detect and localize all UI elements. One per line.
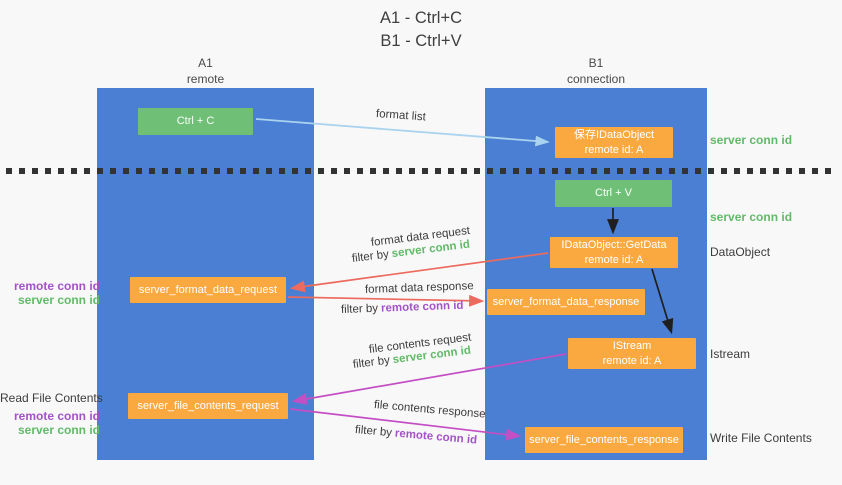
label-conn-ids-file: remote conn id server conn id — [0, 409, 100, 438]
edge-label-format-list: format list — [375, 108, 427, 124]
lane-a-subtitle: remote — [186, 71, 225, 86]
node-server-format-data-response-label: server_format_data_response — [492, 295, 640, 308]
filter-by-text: filter by — [354, 424, 393, 440]
edge-label-format-data-response: format data response — [364, 280, 474, 296]
node-ctrl-v-label: Ctrl + V — [595, 187, 632, 200]
node-istream: IStream remote id: A — [568, 338, 696, 369]
node-server-format-data-request: server_format_data_request — [130, 277, 286, 303]
node-save-dataobject-line1: 保存IDataObject — [573, 129, 655, 142]
lane-a-name: A1 — [198, 56, 213, 70]
lane-b-header: B1 connection — [485, 56, 707, 87]
node-server-format-data-response: server_format_data_response — [487, 289, 645, 315]
node-save-dataobject: 保存IDataObject remote id: A — [555, 127, 673, 158]
node-ctrl-c: Ctrl + C — [138, 108, 253, 135]
node-save-dataobject-line2: remote id: A — [584, 143, 644, 156]
label-server-conn-id-mid: server conn id — [710, 210, 793, 224]
node-istream-line2: remote id: A — [602, 354, 662, 367]
label-server-conn-id-top: server conn id — [710, 133, 793, 147]
filter-by-text: filter by — [340, 302, 379, 316]
node-server-file-contents-response-label: server_file_contents_response — [529, 433, 679, 446]
lane-b-subtitle: connection — [566, 71, 626, 86]
node-getdata-line1: IDataObject::GetData — [561, 239, 667, 252]
lane-b-name: B1 — [588, 56, 604, 70]
label-server-conn-id-1: server conn id — [17, 293, 100, 308]
label-read-file-contents: Read File Contents — [0, 391, 103, 405]
label-remote-conn-id-2: remote conn id — [13, 409, 100, 423]
edge-label-file-contents-response: file contents response — [373, 399, 486, 421]
dotted-divider — [6, 168, 836, 174]
label-remote-conn-id-1: remote conn id — [13, 279, 100, 293]
label-conn-ids-format: remote conn id server conn id — [0, 279, 100, 308]
node-server-file-contents-request: server_file_contents_request — [128, 393, 288, 419]
lane-a-header: A1 remote — [97, 56, 314, 87]
node-ctrl-v: Ctrl + V — [555, 180, 672, 207]
label-write-file-contents: Write File Contents — [710, 431, 812, 445]
node-getdata: IDataObject::GetData remote id: A — [550, 237, 678, 268]
title-line-2: B1 - Ctrl+V — [380, 32, 462, 51]
node-server-file-contents-response: server_file_contents_response — [525, 427, 683, 453]
label-dataobject: DataObject — [710, 245, 771, 259]
title-line-1: A1 - Ctrl+C — [379, 9, 463, 27]
filter-remote-conn-id: remote conn id — [394, 427, 478, 447]
node-getdata-line2: remote id: A — [584, 253, 644, 266]
filter-remote-conn-id: remote conn id — [380, 299, 464, 315]
node-server-file-contents-request-label: server_file_contents_request — [137, 399, 279, 412]
label-server-conn-id-2: server conn id — [17, 423, 100, 438]
filter-by-text: filter by — [351, 248, 390, 265]
node-istream-line1: IStream — [612, 340, 652, 353]
node-server-format-data-request-label: server_format_data_request — [138, 283, 278, 296]
filter-by-text: filter by — [352, 354, 391, 371]
label-istream: Istream — [710, 347, 751, 361]
diagram-title: A1 - Ctrl+C B1 - Ctrl+V — [0, 7, 842, 53]
node-ctrl-c-label: Ctrl + C — [176, 115, 215, 128]
